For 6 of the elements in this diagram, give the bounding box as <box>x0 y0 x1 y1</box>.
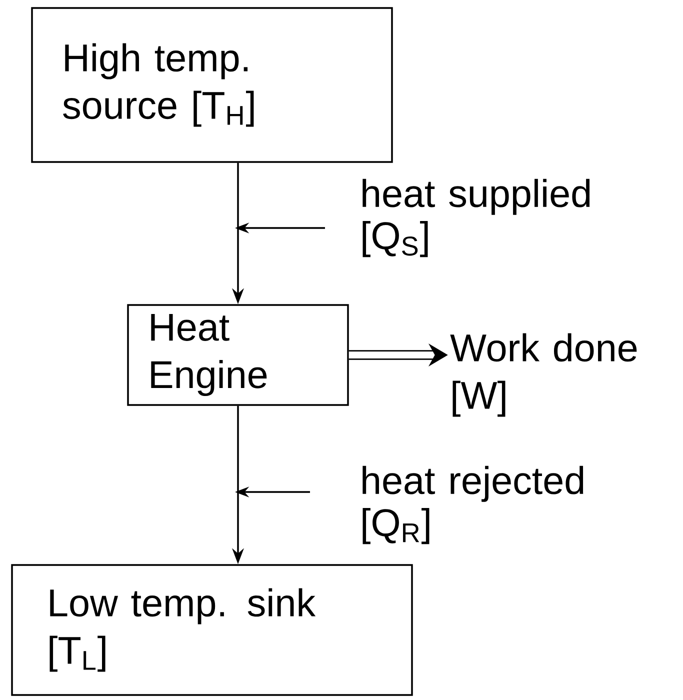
output-text: Work done [W] <box>450 333 637 417</box>
source-box: High temp. source [T$_{H}$] <box>31 7 393 163</box>
edge-label: heat supplied [Q$_{S}$] <box>362 178 590 258</box>
engine-box: Heat Engine <box>127 304 349 406</box>
sink-box: Low temp. sink [T$_{L}$] <box>11 564 413 696</box>
edge-label: heat rejected [Q$_{R}$] <box>362 466 584 544</box>
